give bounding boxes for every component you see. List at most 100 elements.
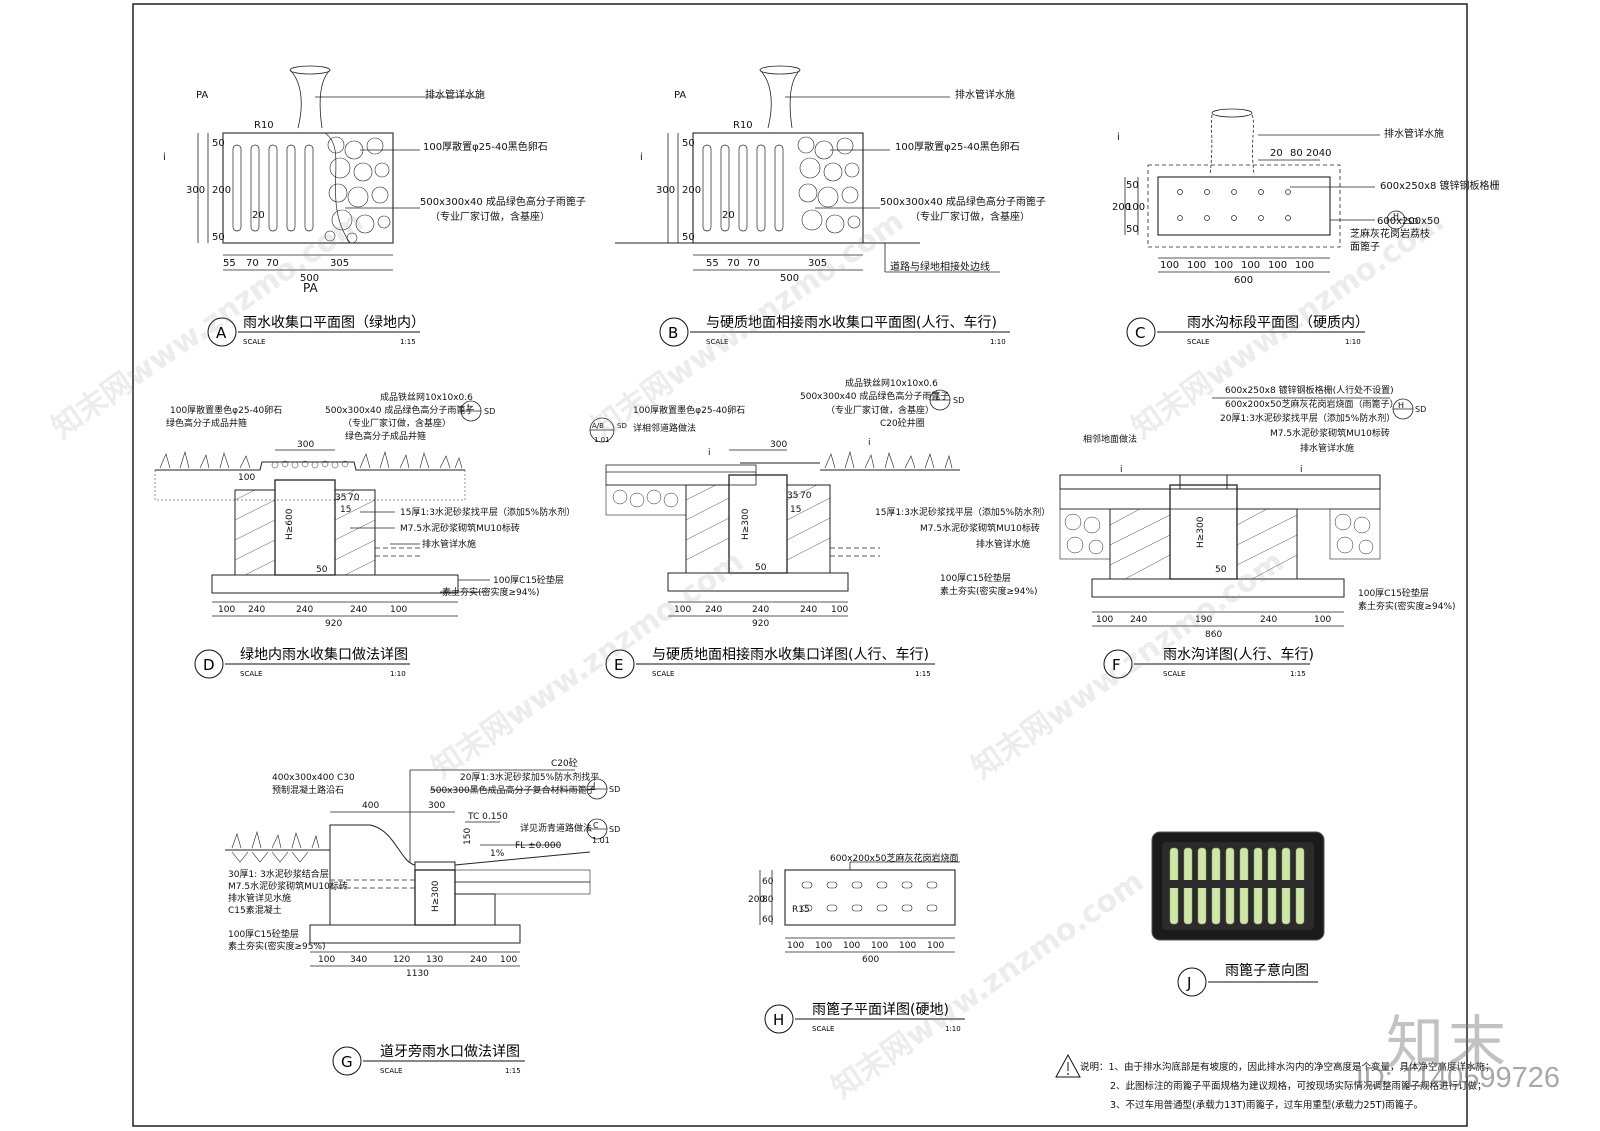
c-dim: 100 [1295, 260, 1314, 271]
detail-d-section [154, 400, 490, 617]
f-slope-i: i [1300, 465, 1303, 475]
f-dim: H≥300 [1196, 516, 1206, 548]
title-a: A 雨水收集口平面图（绿地内） SCALE 1:15 [207, 314, 425, 347]
detail-f-text: 600x250x8 镀锌钢板格栅(人行处不设置) 600x200x50芝麻灰花岗… [1083, 384, 1456, 640]
b-r10: R10 [733, 120, 753, 131]
title-h-letter: H [773, 1011, 784, 1029]
a-label-pebble: 100厚散置φ25-40黑色卵石 [423, 140, 548, 153]
e-tag: SD [617, 422, 627, 430]
e-tag: SD [953, 396, 964, 405]
e-slope-i: i [708, 448, 711, 458]
e-tag: J [935, 392, 938, 401]
d-tag: SD [484, 407, 495, 416]
title-e-name: 与硬质地面相接雨水收集口详图(人行、车行) [652, 646, 929, 663]
c-dim: 100 [1187, 260, 1206, 271]
title-d-scale-label: SCALE [240, 670, 262, 678]
detail-g-section [225, 769, 608, 967]
a-dim: 50 [212, 232, 225, 243]
title-g-scale-label: SCALE [380, 1067, 402, 1075]
f-label: 600x250x8 镀锌钢板格栅(人行处不设置) [1225, 384, 1394, 396]
title-e-scale: 1:15 [915, 670, 931, 678]
a-dim: 50 [212, 138, 225, 149]
h-dim: 100 [787, 941, 804, 951]
e-label: 15厚1:3水泥砂浆找平层（添加5%防水剂） [875, 506, 1050, 518]
detail-b-text: PA 排水管详水施 100厚散置φ25-40黑色卵石 500x300x40 成品… [640, 88, 1046, 284]
title-j-letter: J [1186, 974, 1191, 992]
title-h-scale-label: SCALE [812, 1025, 834, 1033]
a-pa-top: PA [196, 90, 208, 101]
f-label: 100厚C15砼垫层 [1358, 587, 1429, 599]
g-label: 素土夯实(密实度≥95%) [228, 940, 326, 952]
f-dim: 50 [1215, 565, 1227, 575]
g-tag: 1.01 [592, 836, 610, 845]
title-h-scale: 1:10 [945, 1025, 961, 1033]
g-label: 预制混凝土路沿石 [272, 784, 344, 796]
e-dim: 50 [755, 563, 767, 573]
b-dim: 500 [780, 273, 799, 284]
e-label: 500x300x40 成品绿色高分子雨篦子 [800, 390, 949, 402]
c-dim: 600 [1234, 275, 1253, 286]
title-f-scale-label: SCALE [1163, 670, 1185, 678]
h-dim: 100 [843, 941, 860, 951]
h-dim: 100 [899, 941, 916, 951]
h-label-stone: 600x200x50芝麻灰花岗岩烧面 [830, 852, 958, 864]
title-c-scale: 1:10 [1345, 338, 1361, 346]
a-slope-i: i [163, 152, 166, 163]
g-label: C20砼 [551, 757, 578, 769]
title-c-letter: C [1135, 324, 1145, 342]
g-dim: 130 [426, 955, 443, 965]
detail-e-text: 成品铁丝网10x10x0.6 100厚散置墨色φ25-40卵石 500x300x… [592, 377, 1050, 629]
d-label: 绿色高分子成品井箍 [345, 430, 426, 442]
c-dim: 200 [1112, 202, 1131, 213]
e-label: M7.5水泥砂浆砌筑MU10标砖 [920, 522, 1040, 534]
g-label: C15素混凝土 [228, 904, 282, 916]
e-dim: 35 [787, 491, 798, 501]
b-pa: PA [674, 90, 686, 101]
f-label: 排水管详水施 [1300, 442, 1354, 454]
b-slope-i: i [640, 152, 643, 163]
warning-icon [1055, 1053, 1081, 1078]
title-g-scale: 1:15 [505, 1067, 521, 1075]
b-label-pipe: 排水管详水施 [955, 88, 1015, 101]
title-b-scale: 1:10 [990, 338, 1006, 346]
title-j-name: 雨篦子意向图 [1225, 962, 1309, 979]
h-dim: 100 [871, 941, 888, 951]
h-dim: 600 [862, 955, 879, 965]
b-label-pebble: 100厚散置φ25-40黑色卵石 [895, 140, 1020, 153]
g-label: 详见沥青道路做法 [520, 822, 592, 834]
d-dim: 240 [296, 605, 313, 615]
b-label-edge: 道路与绿地相接处边线 [890, 260, 990, 273]
a-dim: 305 [330, 258, 349, 269]
d-dim: 920 [325, 619, 342, 629]
f-tag: H [1398, 401, 1404, 410]
g-dim: 300 [428, 801, 445, 811]
title-b: B 与硬质地面相接雨水收集口平面图(人行、车行) SCALE 1:10 [659, 314, 1010, 347]
title-d-scale: 1:10 [390, 670, 406, 678]
e-dim: 300 [770, 440, 787, 450]
f-dim: 240 [1130, 615, 1147, 625]
sheet-frame [132, 3, 1468, 1127]
a-dim: 500 [300, 273, 319, 284]
e-dim: 240 [705, 605, 722, 615]
f-dim: 100 [1314, 615, 1331, 625]
g-dim: 150 [463, 828, 473, 845]
b-dim: 305 [808, 258, 827, 269]
c-label-granite: 芝麻灰花岗岩荔枝 [1350, 227, 1430, 240]
title-c-scale-label: SCALE [1187, 338, 1209, 346]
d-label: 成品铁丝网10x10x0.6 [380, 391, 473, 403]
b-label-grate: 500x300x40 成品绿色高分子雨篦子 [880, 195, 1046, 208]
h-dim: 60 [762, 877, 774, 887]
detail-a-text: PA 排水管详水施 100厚散置φ25-40黑色卵石 500x300x40 成品… [163, 88, 586, 295]
d-dim: 100 [218, 605, 235, 615]
brand-logo: 知末 [1385, 1009, 1510, 1077]
c-label-steel: 600x250x8 镀锌钢板格栅 [1380, 179, 1500, 192]
detail-h-plan [759, 861, 960, 953]
title-e-scale-label: SCALE [652, 670, 674, 678]
title-c: C 雨水沟标段平面图（硬质内） SCALE 1:10 [1126, 315, 1369, 347]
detail-a-plan [197, 65, 480, 271]
f-label: 相邻地面做法 [1083, 433, 1137, 445]
g-label: 400x300x400 C30 [272, 773, 355, 783]
e-label: C20砼井圈 [880, 417, 925, 429]
e-label: 100厚散置墨色φ25-40卵石 [633, 404, 745, 416]
c-dim: 2040 [1306, 148, 1331, 159]
